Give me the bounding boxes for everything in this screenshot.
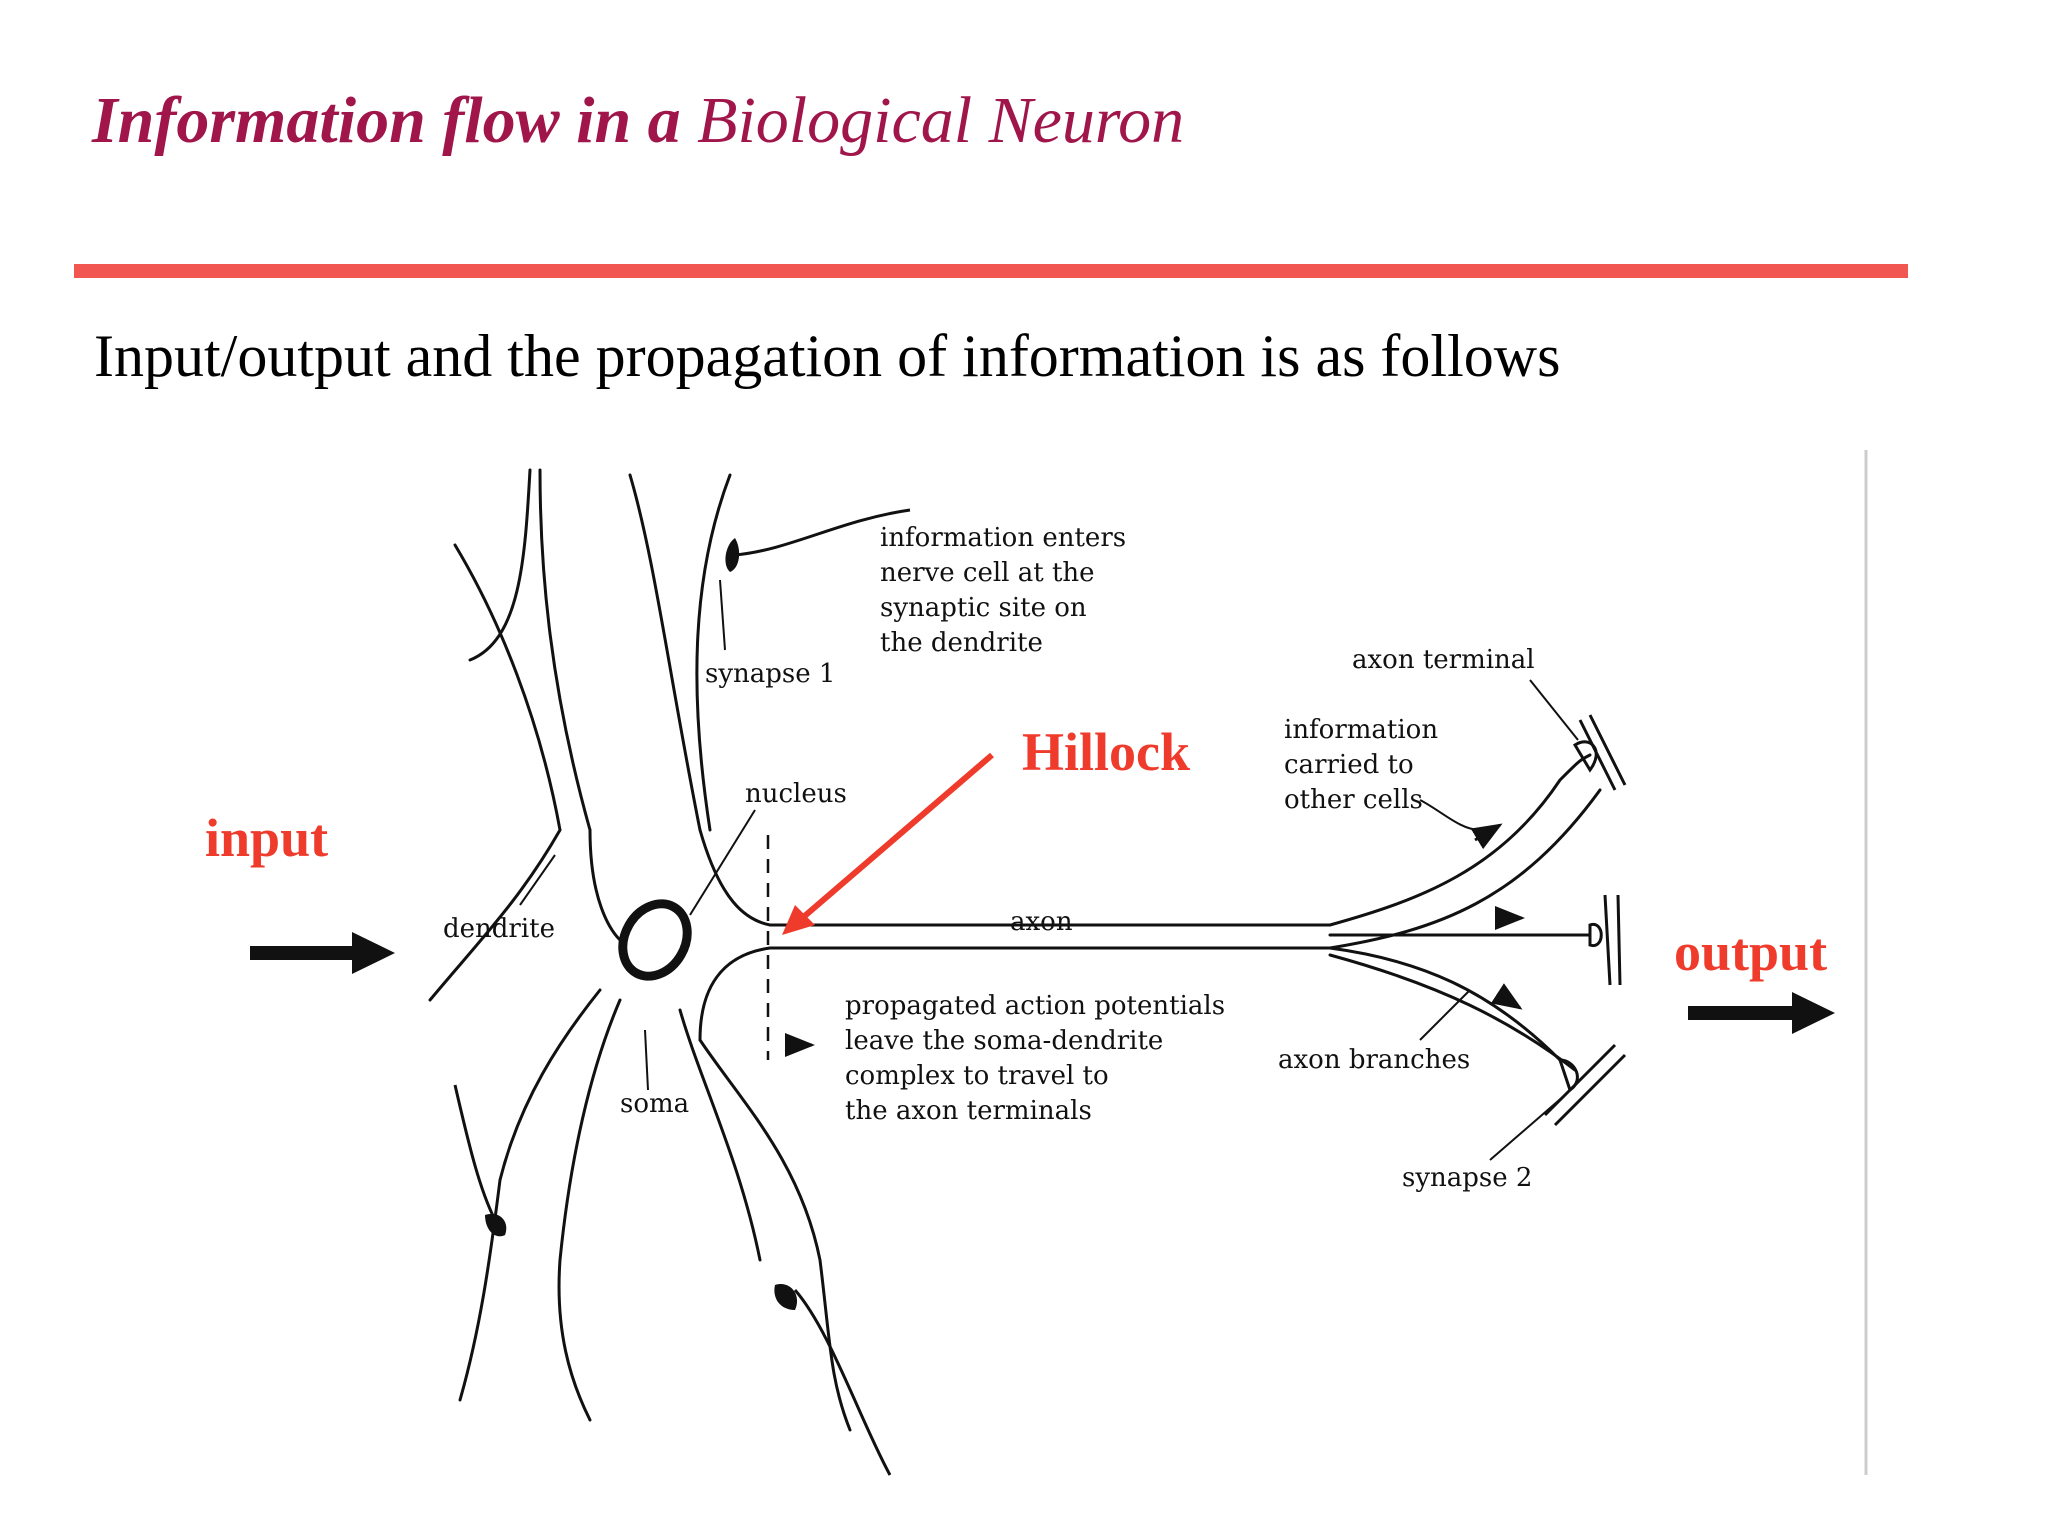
synaptic-knobs bbox=[485, 538, 798, 1310]
synapse-lower-left-knob bbox=[485, 1213, 507, 1237]
title-regular-part: Biological Neuron bbox=[697, 84, 1185, 157]
synapse-lower-right-knob bbox=[774, 1284, 798, 1310]
dendrite-upper-left bbox=[453, 468, 562, 832]
info-enters-line-3: synaptic site on bbox=[880, 593, 1087, 623]
info-carried-note: information carried to other cells bbox=[1284, 715, 1438, 815]
info-enters-note: information enters nerve cell at the syn… bbox=[880, 523, 1126, 658]
axon-branches-label: axon branches bbox=[1278, 1045, 1470, 1075]
hillock-label: Hillock bbox=[1022, 722, 1190, 782]
nucleus-shape bbox=[618, 899, 692, 981]
propagated-note: propagated action potentials leave the s… bbox=[845, 991, 1225, 1126]
input-label: input bbox=[205, 808, 328, 868]
info-carried-arrow-icon bbox=[1470, 823, 1503, 850]
propagated-line-2: leave the soma-dendrite bbox=[845, 1026, 1163, 1056]
axon-upper-edge bbox=[698, 828, 1332, 927]
synapse-lower-left-fiber bbox=[453, 1084, 497, 1221]
title-bold-part: Information flow in a bbox=[92, 84, 681, 157]
synapse1-leader bbox=[719, 579, 726, 651]
axon-branches-leader bbox=[1419, 989, 1471, 1041]
output-label: output bbox=[1674, 922, 1827, 982]
axon-branch-upper bbox=[1328, 753, 1592, 927]
dendrite-lower-right bbox=[698, 1038, 852, 1432]
synapse2-label: synapse 2 bbox=[1402, 1163, 1532, 1193]
propagated-line-3: complex to travel to bbox=[845, 1061, 1109, 1091]
axon-lower-arrow-icon bbox=[1490, 983, 1523, 1010]
info-carried-line-3: other cells bbox=[1284, 785, 1423, 815]
dendrite-leader bbox=[519, 854, 556, 906]
soma-label: soma bbox=[620, 1089, 689, 1119]
synapse1-fiber bbox=[734, 508, 911, 557]
info-enters-line-4: the dendrite bbox=[880, 628, 1043, 658]
propagated-line-4: the axon terminals bbox=[845, 1096, 1092, 1126]
axon-terminals bbox=[1543, 714, 1627, 1127]
synapse-lower-right-fiber bbox=[793, 1289, 892, 1476]
propagated-line-1: propagated action potentials bbox=[845, 991, 1225, 1021]
info-enters-line-2: nerve cell at the bbox=[880, 558, 1095, 588]
nucleus-label: nucleus bbox=[745, 779, 847, 809]
axon-terminal-middle bbox=[1588, 923, 1603, 947]
axon-branch-lower bbox=[1328, 946, 1562, 1062]
output-arrow-icon bbox=[1688, 992, 1835, 1034]
dendrite-upper-middle bbox=[628, 473, 702, 832]
soma-lower-right bbox=[698, 946, 772, 1042]
soma-leader bbox=[644, 1029, 649, 1091]
dendrite-left bbox=[428, 828, 562, 1002]
info-carried-line-2: carried to bbox=[1284, 750, 1414, 780]
neuron-outline bbox=[428, 468, 1602, 1432]
synapse2-leader bbox=[1489, 1094, 1566, 1161]
slide-subtitle: Input/output and the propagation of info… bbox=[94, 323, 1561, 389]
input-arrow-icon bbox=[250, 932, 395, 974]
axon-label: axon bbox=[1010, 907, 1073, 937]
dendrite-lower-left bbox=[458, 988, 602, 1402]
title-divider bbox=[74, 264, 1908, 278]
info-carried-line-1: information bbox=[1284, 715, 1438, 745]
incoming-fibers bbox=[453, 508, 911, 1476]
synapse1-label: synapse 1 bbox=[705, 659, 835, 689]
slide-title: Information flow in a Biological Neuron bbox=[92, 88, 1184, 154]
axon-terminal-leader bbox=[1529, 679, 1579, 741]
nucleus-leader bbox=[689, 809, 756, 916]
info-enters-line-1: information enters bbox=[880, 523, 1126, 553]
hillock-arrow-icon bbox=[782, 752, 994, 935]
synapse1-knob bbox=[725, 538, 740, 572]
dendrite-label: dendrite bbox=[443, 914, 555, 944]
direction-arrows bbox=[785, 823, 1525, 1057]
axon-terminal-label: axon terminal bbox=[1352, 645, 1535, 675]
info-carried-leader bbox=[1419, 799, 1481, 831]
